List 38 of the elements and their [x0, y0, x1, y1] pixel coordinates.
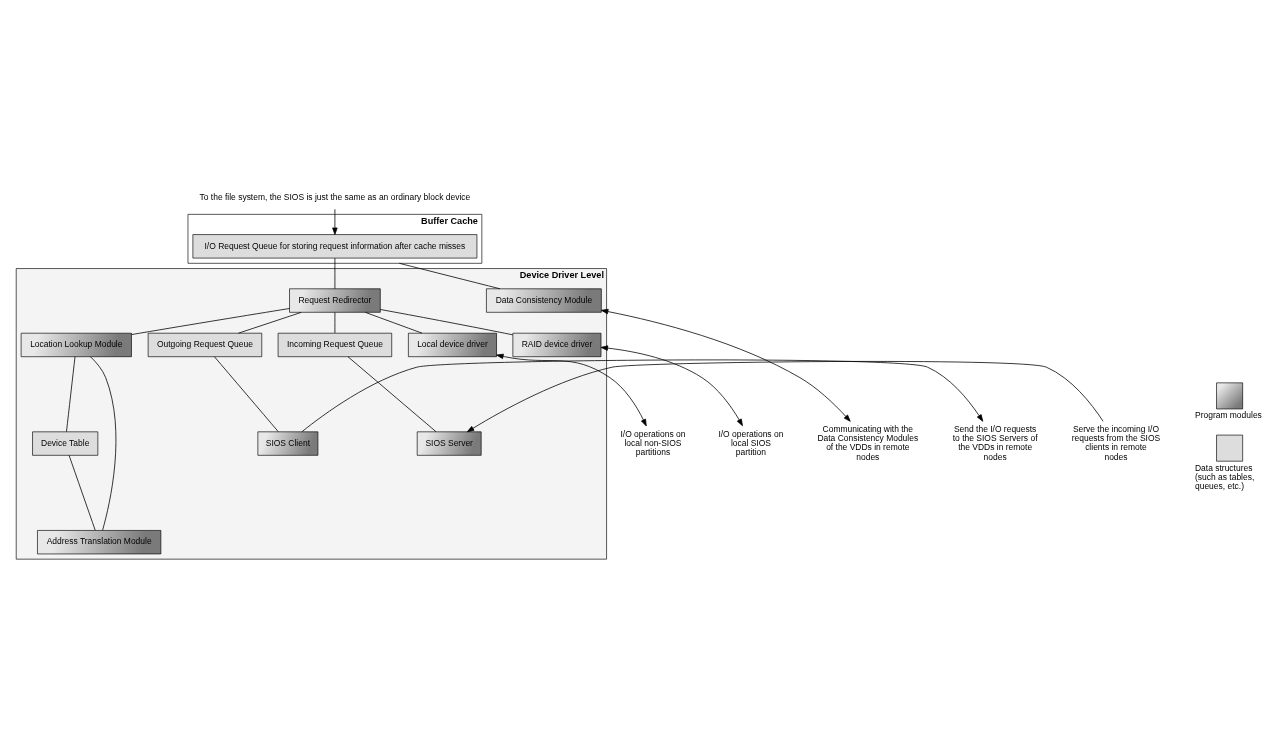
node-box: Outgoing Request Queue [147, 332, 263, 358]
connector [68, 455, 96, 531]
arrow [600, 345, 743, 427]
node-text: I/O operations on local SIOS partition [718, 428, 784, 457]
connector [380, 309, 514, 336]
arrow [601, 308, 851, 422]
connector [334, 257, 336, 290]
connector [365, 312, 423, 334]
connector [90, 356, 117, 531]
legend-label: Program modules [1194, 410, 1262, 421]
arrow [301, 359, 984, 433]
node-box: Address Translation Module [37, 530, 162, 555]
node-text: Send the I/O requests to the SIOS Servers of the VDDs in remote nodes [952, 424, 1038, 462]
connector [66, 356, 76, 432]
node-box: Request Redirector [289, 288, 381, 313]
connector [399, 262, 501, 290]
node-box: Local device driver [408, 332, 497, 358]
connector [214, 356, 279, 432]
node-text: Communicating with the Data Consistency Modules of the VDDs in remote nodes [817, 424, 919, 462]
node-text: Serve the incoming I/O requests from the SIOS clients in remote nodes [1071, 424, 1161, 462]
connector [238, 311, 302, 334]
node-box: SIOS Client [257, 431, 319, 456]
connector [334, 312, 336, 334]
node-box: SIOS Server [416, 431, 482, 456]
node-box: RAID device driver [512, 332, 602, 358]
arrow [496, 353, 647, 427]
node-text: To the file system, the SIOS is just the same as an ordinary block device [199, 191, 471, 202]
legend-label: Data structures (such as tables, queues, etc.) [1194, 462, 1255, 491]
node-box: Data Consistency Module [486, 288, 602, 313]
connector [131, 308, 290, 335]
connector [347, 356, 437, 433]
arrow [466, 361, 1104, 433]
node-box: Incoming Request Queue [277, 332, 393, 358]
node-box: Device Table [32, 431, 99, 456]
arrow [332, 208, 338, 235]
node-box: I/O Request Queue for storing request information after cache misses [192, 234, 478, 259]
node-text: I/O operations on local non-SIOS partitions [620, 428, 686, 457]
node-box: Location Lookup Module [20, 332, 132, 358]
